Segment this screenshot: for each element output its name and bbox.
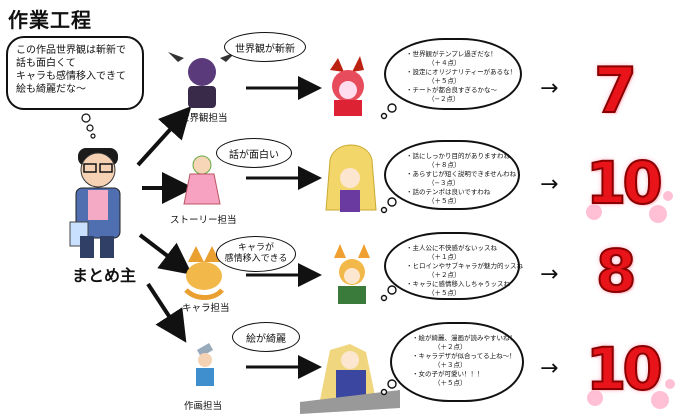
- owner-speech-line: 絵も綺麗だな〜: [16, 84, 86, 95]
- comment-line: （＋５点）: [428, 197, 461, 205]
- comment-line: （−２点）: [428, 95, 460, 103]
- owner-speech-bubble: この作品世界観は斬新で 話も面白くて キャラも感情移入できて 絵も綺麗だな〜: [6, 36, 144, 110]
- owner-avatar: [69, 148, 121, 258]
- score-worldview: 7: [593, 54, 638, 127]
- comment-line: （＋５点）: [434, 379, 467, 387]
- comment-line: （＋５点）: [428, 289, 461, 297]
- speech-story: 話が面白い: [216, 138, 292, 168]
- comment-line: （＋１点）: [428, 253, 461, 261]
- comment-line: ・女の子が可愛い！！！: [412, 370, 484, 378]
- speech-art: 絵が綺麗: [232, 322, 300, 352]
- comment-line: ・絵が綺麗、漫画が読みやすいね！: [412, 334, 516, 342]
- fox-girl-figure: [334, 244, 370, 304]
- comment-line: （＋４点）: [428, 59, 461, 67]
- comment-line: （＋２点）: [428, 271, 461, 279]
- comment-cloud-story: ・話にしっかり目的がありますわね （＋８点） ・あらすじが短く説明できませんわね…: [384, 140, 520, 210]
- comment-line: ・世界観がテンプレ過ぎだな！: [406, 50, 497, 58]
- comment-line: ・キャラデザが似合ってる上ね〜！: [412, 352, 516, 360]
- comment-line: ・話のテンポは良いですわね: [406, 188, 491, 196]
- art-role-figure: [196, 343, 214, 386]
- result-arrow: →: [540, 76, 559, 101]
- role-label-worldview: 世界観担当: [180, 113, 228, 124]
- comment-line: ・キャラに感情移入しちゃうッスね: [406, 280, 510, 288]
- comment-line: ・チートが都合良すぎるかな〜: [406, 86, 497, 94]
- comment-cloud-art: ・絵が綺麗、漫画が読みやすいね！ （＋２点） ・キャラデザが似合ってる上ね〜！ …: [390, 322, 524, 402]
- score-story: 10: [585, 149, 664, 217]
- comment-line: （＋５点）: [428, 77, 461, 85]
- thought-dot: [90, 133, 96, 139]
- role-label-story: ストーリー担当: [170, 215, 237, 226]
- role-label-character: キャラ担当: [182, 303, 230, 314]
- thought-dot: [81, 113, 91, 123]
- speech-worldview: 世界観が斬新: [224, 32, 306, 62]
- role-label-art: 作画担当: [184, 401, 223, 412]
- story-role-figure: [183, 155, 221, 205]
- blonde-girl-figure: [325, 144, 377, 212]
- demon-girl-figure: [330, 56, 364, 116]
- owner-speech-line: キャラも感情移入できて: [16, 71, 126, 82]
- score-character: 8: [595, 237, 637, 305]
- comment-line: ・ヒロインやサブキャラが魅力的ッスね: [406, 262, 523, 270]
- comment-line: ・話にしっかり目的がありますわね: [406, 152, 510, 160]
- speech-character: キャラが 感情移入できる: [216, 236, 296, 272]
- comment-line: ・あらすじが短く説明できませんわね: [406, 170, 517, 178]
- comment-line: （＋８点）: [428, 161, 461, 169]
- character-role-figure: [184, 246, 224, 300]
- comment-cloud-character: ・主人公に不快感がないッスね （＋１点） ・ヒロインやサブキャラが魅力的ッスね …: [384, 232, 523, 300]
- knight-girl-figure: [300, 344, 400, 414]
- comment-line: （−３点）: [428, 179, 460, 187]
- result-arrow: →: [540, 172, 559, 197]
- owner-speech-line: 話も面白くて: [16, 58, 76, 69]
- result-arrow: →: [540, 356, 559, 381]
- comment-cloud-worldview: ・世界観がテンプレ過ぎだな！ （＋４点） ・設定にオリジナリティーがあるな！ （…: [384, 38, 522, 110]
- comment-line: （＋３点）: [434, 361, 467, 369]
- owner-speech-line: この作品世界観は斬新で: [16, 45, 126, 56]
- score-art: 10: [585, 335, 664, 403]
- page-title: 作業工程: [8, 8, 92, 32]
- sakura-decoration: [586, 191, 675, 409]
- comment-line: ・設定にオリジナリティーがあるな！: [406, 68, 517, 76]
- owner-label: まとめ主: [72, 266, 137, 285]
- comment-line: ・主人公に不快感がないッスね: [406, 244, 497, 252]
- thought-dot: [86, 124, 94, 132]
- worldview-role-figure: [168, 52, 236, 108]
- result-arrow: →: [540, 262, 559, 287]
- comment-line: （＋２点）: [434, 343, 467, 351]
